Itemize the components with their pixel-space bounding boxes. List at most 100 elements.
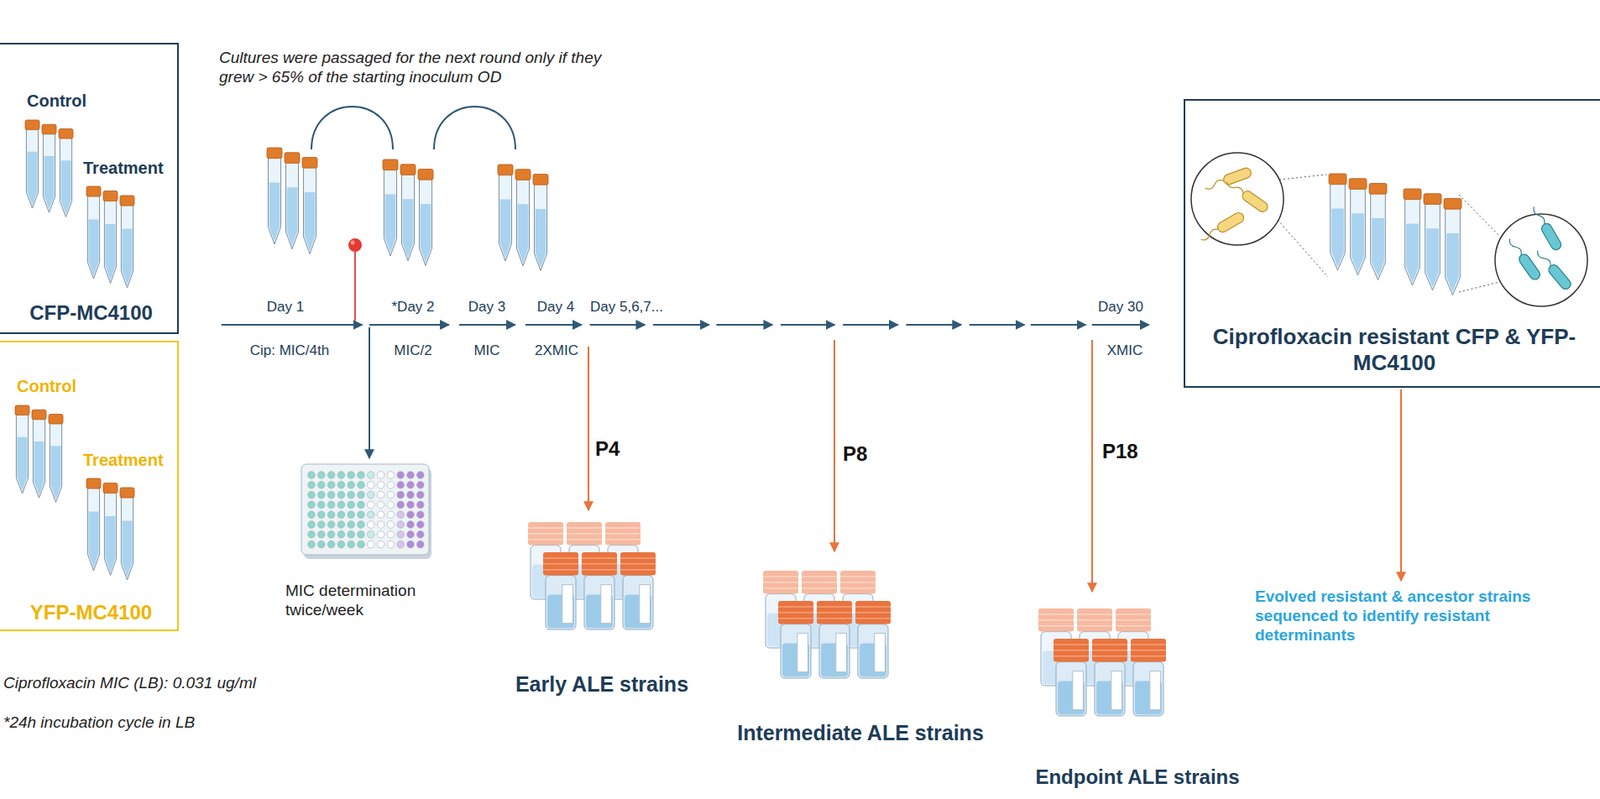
- day-label: Day 30: [1098, 298, 1144, 316]
- well: [318, 471, 326, 480]
- falcon-tube: [120, 487, 135, 581]
- well: [407, 511, 415, 519]
- tube-body: [32, 418, 45, 499]
- vial-cap: [1053, 638, 1089, 663]
- dotted-leader: [1458, 194, 1503, 240]
- cap-ridge: [605, 533, 641, 535]
- tube-body: [1405, 198, 1421, 287]
- tube-cap: [103, 191, 118, 202]
- falcon-tube: [1349, 178, 1367, 276]
- vial-cap: [581, 552, 617, 576]
- well: [347, 511, 356, 519]
- tube-body: [383, 169, 397, 257]
- tube-cap: [120, 487, 135, 498]
- tube-body: [120, 496, 133, 581]
- tube-liquid: [51, 445, 62, 500]
- tube-body: [87, 195, 100, 279]
- cap-ridge: [1130, 655, 1167, 658]
- tube-body: [1370, 193, 1386, 281]
- vial-body: [545, 575, 576, 630]
- timeline-segment: [1030, 324, 1087, 326]
- well: [357, 531, 366, 539]
- tube-liquid: [517, 203, 529, 263]
- well: [357, 471, 366, 480]
- tube-liquid: [287, 187, 299, 246]
- well: [337, 540, 346, 549]
- cap-ridge: [840, 581, 876, 584]
- tube-body: [120, 204, 133, 288]
- flagellum: [1535, 249, 1553, 268]
- vial-cap: [855, 601, 891, 625]
- dotted-leader: [1458, 281, 1503, 293]
- cap-ridge: [1115, 625, 1151, 628]
- outcome-note: Evolved resistant & ancestor strains seq…: [1254, 587, 1591, 655]
- cap-ridge: [1092, 643, 1128, 646]
- bacterium: [1533, 247, 1573, 292]
- vial-body: [622, 575, 654, 630]
- timeline-segment: [459, 324, 516, 326]
- bacterium: [1202, 167, 1253, 194]
- timeline-segment: [221, 324, 363, 326]
- timeline-segment: [969, 324, 1025, 326]
- tube-liquid: [122, 229, 133, 286]
- vial-cap: [1038, 608, 1074, 633]
- tube-group: [86, 186, 135, 288]
- cryovial: [1053, 638, 1089, 717]
- sampling-arrow: [833, 339, 836, 552]
- group-label: Control: [16, 376, 77, 397]
- vial-label: [1072, 671, 1084, 711]
- timeline-segment: [780, 324, 835, 326]
- tube-liquid: [535, 209, 547, 268]
- well: [308, 540, 316, 549]
- well: [407, 491, 415, 499]
- timeline-segment: [525, 324, 582, 326]
- cryovial: [778, 601, 814, 679]
- strain-box: ControlTreatmentCFP-MC4100: [0, 42, 179, 335]
- falcon-tube: [1423, 193, 1442, 291]
- well: [347, 501, 356, 509]
- tube-body: [87, 487, 100, 571]
- tube-cap: [515, 169, 531, 181]
- well: [367, 540, 376, 549]
- cryovial: [855, 601, 891, 679]
- cap-ridge: [816, 617, 853, 620]
- rod-cell: [1516, 252, 1542, 283]
- cap-ridge: [605, 538, 641, 541]
- day-label: Day 4: [537, 298, 575, 316]
- falcon-tube: [1443, 198, 1462, 296]
- vial-cap: [528, 522, 564, 546]
- cap-ridge: [581, 563, 617, 565]
- passage-label: P4: [595, 437, 620, 462]
- flagellum: [1532, 205, 1547, 226]
- well: [347, 531, 356, 539]
- cap-ridge: [1130, 649, 1167, 652]
- vial-label: [797, 633, 809, 673]
- tube-cap: [31, 409, 47, 420]
- day-label: Day 1: [266, 298, 304, 316]
- falcon-tube: [86, 186, 101, 279]
- tube-cap: [497, 164, 513, 176]
- footnote: Ciprofloxacin MIC (LB): 0.031 ug/ml: [3, 674, 257, 694]
- falcon-tube: [400, 164, 416, 262]
- tube-group: [15, 405, 63, 503]
- well: [327, 501, 335, 509]
- vial-label: [874, 633, 886, 673]
- vial-body: [1056, 662, 1087, 717]
- pin-stem: [354, 248, 356, 321]
- cap-ridge: [840, 575, 876, 578]
- tube-liquid: [1331, 208, 1344, 267]
- well: [417, 521, 425, 529]
- vial-body: [584, 575, 615, 630]
- flow-arrow: [1400, 389, 1402, 581]
- well: [308, 471, 316, 480]
- well: [407, 481, 415, 490]
- falcon-tube: [418, 169, 434, 267]
- well: [347, 491, 356, 499]
- well: [376, 540, 385, 549]
- vial-body: [819, 624, 850, 679]
- falcon-tube: [1328, 173, 1347, 271]
- day-label: Day 5,6,7...: [590, 298, 664, 316]
- tube-liquid: [44, 156, 55, 210]
- falcon-tube: [41, 124, 57, 213]
- cap-ridge: [528, 527, 564, 529]
